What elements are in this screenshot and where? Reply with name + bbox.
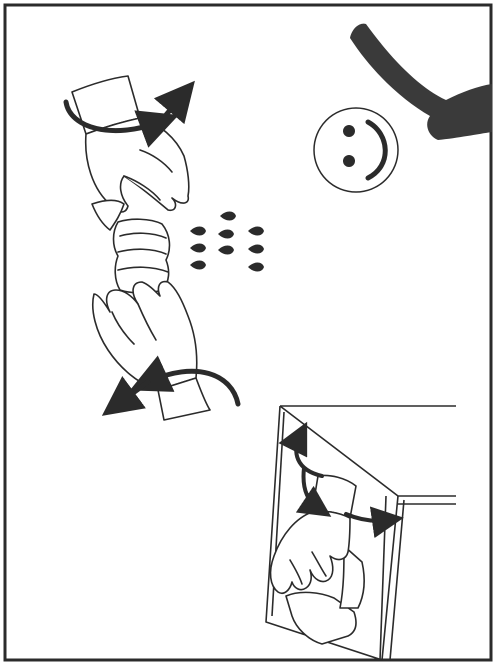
smiley-face-icon bbox=[314, 108, 398, 192]
water-drops-icon bbox=[190, 212, 264, 272]
hand-wiping-icon bbox=[271, 436, 388, 644]
twisting-hands-icon bbox=[66, 76, 238, 420]
